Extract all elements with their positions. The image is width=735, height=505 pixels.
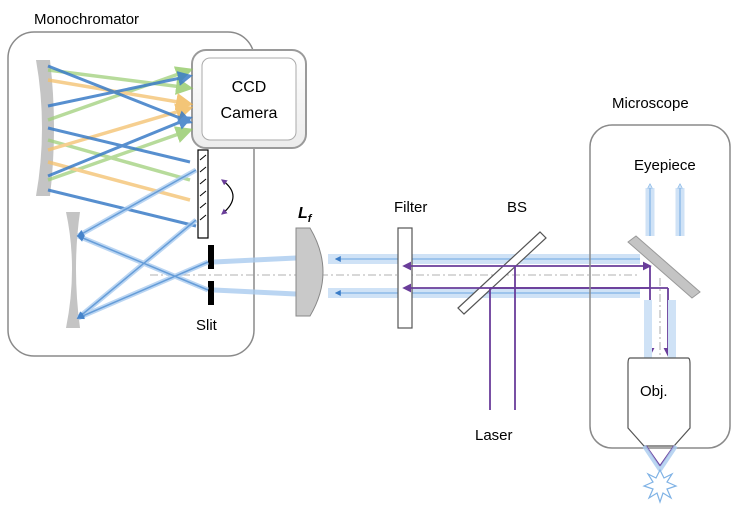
objective — [627, 357, 691, 447]
filter-label: Filter — [394, 199, 427, 216]
slit-upper — [208, 245, 214, 269]
focusing-lens — [295, 227, 324, 317]
microscope-label: Microscope — [612, 95, 689, 112]
collimating-mirror — [66, 212, 80, 328]
ccd-label-line1: CCD — [232, 79, 267, 96]
microscope-mirror — [627, 235, 701, 299]
eyepiece-label: Eyepiece — [634, 157, 696, 174]
bs-label: BS — [507, 199, 527, 216]
ccd-label-line2: Camera — [221, 105, 278, 122]
filter — [397, 227, 413, 329]
rotation-arrow-icon — [221, 179, 234, 215]
laser-label: Laser — [475, 427, 513, 444]
beam-splitter — [457, 231, 547, 315]
objective-label: Obj. — [640, 383, 668, 400]
lens-label: Lf — [298, 205, 313, 225]
sample-sparkle-icon — [642, 468, 678, 504]
ccd-camera-inner — [201, 57, 297, 141]
microscope-box — [589, 124, 731, 449]
slit-label: Slit — [196, 317, 218, 334]
monochromator-label: Monochromator — [34, 11, 139, 28]
slit-lower — [208, 281, 214, 305]
